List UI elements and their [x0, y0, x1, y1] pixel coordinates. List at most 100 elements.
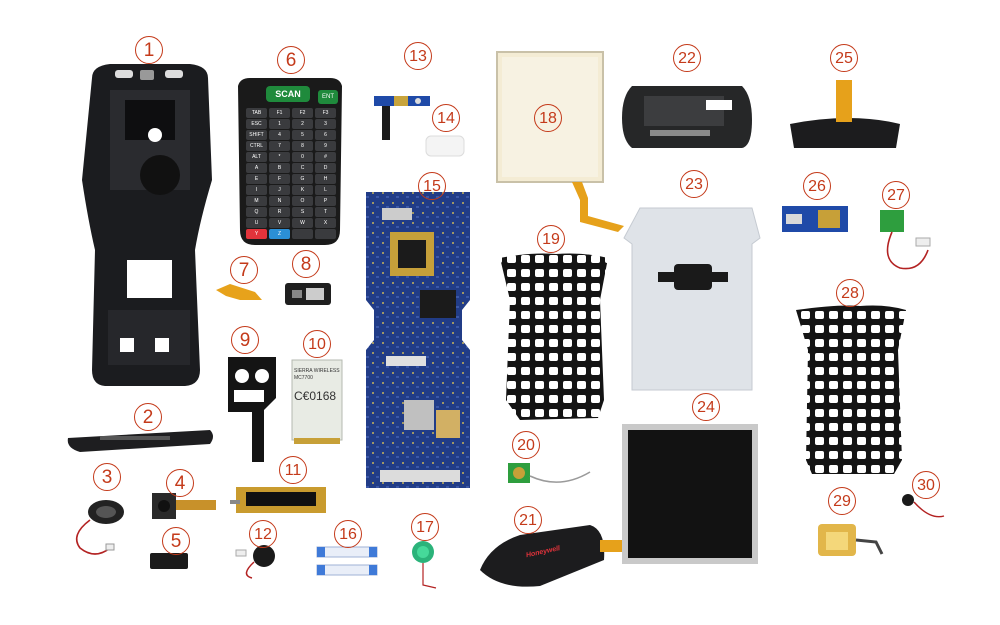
part-label-18: 18	[534, 104, 562, 132]
part-5-rubber-cover	[150, 553, 188, 569]
part-29-battery-latch	[818, 524, 884, 556]
modem-model: MC7700	[294, 375, 313, 381]
keypad-key: D	[315, 163, 336, 173]
part-label-15: 15	[418, 172, 446, 200]
keypad-key: 0	[292, 152, 313, 162]
part-21-bottom-cap	[480, 525, 605, 587]
part-label-3: 3	[93, 463, 121, 491]
part-label-28: 28	[836, 279, 864, 307]
part-26-daughter-board	[782, 206, 848, 232]
part-9-camera-bracket	[228, 357, 276, 462]
part-label-13: 13	[404, 42, 432, 70]
keypad-key: *	[269, 152, 290, 162]
keypad-key	[292, 229, 313, 239]
keypad-key: ALT	[246, 152, 267, 162]
part-2-side-clip	[67, 430, 213, 452]
modem-label: SIERRA WIRELESS MC7700 C€0168	[294, 368, 340, 404]
part-label-27: 27	[882, 181, 910, 209]
part-10-wwan-card	[291, 359, 343, 444]
keypad-key: Z	[269, 229, 290, 239]
part-label-12: 12	[249, 520, 277, 548]
keypad-key: F3	[315, 108, 336, 118]
part-label-17: 17	[411, 513, 439, 541]
part-label-16: 16	[334, 520, 362, 548]
modem-brand: SIERRA WIRELESS	[294, 368, 340, 374]
part-20-gps-antenna	[508, 463, 591, 483]
part-label-20: 20	[512, 431, 540, 459]
keypad-key: T	[315, 207, 336, 217]
keypad-key: O	[292, 196, 313, 206]
keypad-key	[315, 229, 336, 239]
part-label-1: 1	[135, 36, 163, 64]
part-label-21: 21	[514, 506, 542, 534]
part-4-camera-module	[152, 493, 216, 519]
keypad-key: F1	[269, 108, 290, 118]
part-3-speaker	[75, 500, 124, 555]
part-12-vibration-motor	[235, 545, 275, 579]
part-28-keypad-overlay	[796, 305, 906, 474]
keypad-key: 9	[315, 141, 336, 151]
part-1-front-housing	[82, 64, 212, 386]
part-label-5: 5	[162, 527, 190, 555]
part-27-antenna-board	[880, 210, 931, 270]
part-17-backup-battery	[412, 541, 437, 589]
part-30-microphone	[902, 494, 945, 518]
keypad-key: L	[315, 185, 336, 195]
keypad-key: F	[269, 174, 290, 184]
keypad-key: P	[315, 196, 336, 206]
part-label-24: 24	[692, 393, 720, 421]
keypad-key: 1	[269, 119, 290, 129]
modem-ce: C€0168	[294, 389, 337, 403]
part-label-25: 25	[830, 44, 858, 72]
keypad-key: CTRL	[246, 141, 267, 151]
keypad-key: #	[315, 152, 336, 162]
keypad-key: J	[269, 185, 290, 195]
part-label-19: 19	[537, 225, 565, 253]
part-14-foam-pad	[425, 135, 465, 157]
keypad-scan-label: SCAN	[275, 89, 301, 99]
keypad-key: E	[246, 174, 267, 184]
keypad-key: R	[269, 207, 290, 217]
keypad-key: M	[246, 196, 267, 206]
part-label-14: 14	[432, 104, 460, 132]
keypad-key: K	[292, 185, 313, 195]
part-label-29: 29	[828, 487, 856, 515]
keypad-ent-key: ENT	[318, 90, 338, 104]
part-16-flex-cables	[316, 546, 378, 576]
part-label-2: 2	[134, 403, 162, 431]
keypad-key: C	[292, 163, 313, 173]
part-22-battery	[622, 86, 752, 148]
keypad-key: A	[246, 163, 267, 173]
part-label-10: 10	[303, 330, 331, 358]
keypad-key: ESC	[246, 119, 267, 129]
keypad-key: F2	[292, 108, 313, 118]
keypad-key: I	[246, 185, 267, 195]
keypad-key: 8	[292, 141, 313, 151]
keypad-key: X	[315, 218, 336, 228]
part-label-7: 7	[230, 256, 258, 284]
keypad-key: U	[246, 218, 267, 228]
part-13-flex-board	[374, 96, 430, 140]
keypad-key: W	[292, 218, 313, 228]
part-label-30: 30	[912, 471, 940, 499]
part-8-scan-engine	[285, 283, 331, 305]
keypad-key: TAB	[246, 108, 267, 118]
keypad-key: 2	[292, 119, 313, 129]
part-label-26: 26	[803, 172, 831, 200]
part-23-keypad-membrane	[623, 207, 761, 391]
part-label-11: 11	[279, 456, 307, 484]
keypad-key: S	[292, 207, 313, 217]
keypad-scan-key: SCAN	[266, 86, 310, 102]
keypad-key: V	[269, 218, 290, 228]
keypad-key: N	[269, 196, 290, 206]
keypad-key: 4	[269, 130, 290, 140]
keypad-key: B	[269, 163, 290, 173]
keypad-key: 5	[292, 130, 313, 140]
part-label-8: 8	[292, 250, 320, 278]
part-25-top-cap	[790, 80, 900, 148]
keypad-ent-label: ENT	[322, 94, 334, 100]
part-19-keypad-bezel	[500, 253, 608, 420]
part-label-22: 22	[673, 44, 701, 72]
